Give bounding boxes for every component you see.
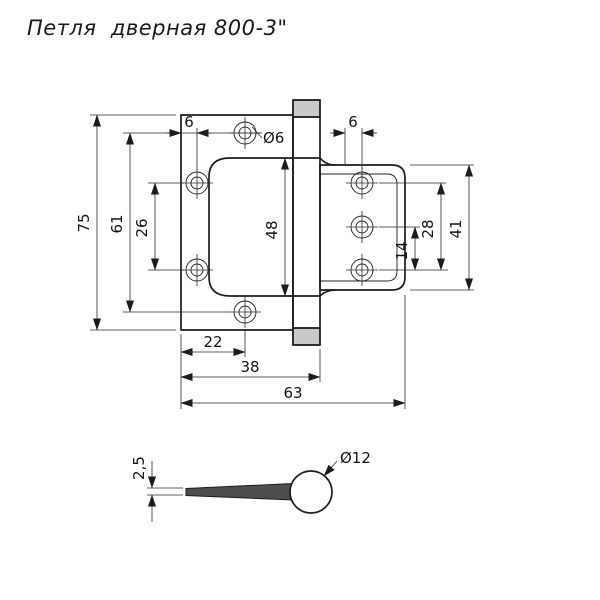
dim-28-label: 28 (419, 219, 437, 238)
dim-total-height: 75 (75, 114, 176, 331)
dim-left-edge-offset: 6 (166, 113, 212, 170)
dim-6-right-label: 6 (348, 113, 358, 131)
dim-61-label: 61 (108, 214, 126, 233)
hole-right-top (346, 167, 378, 199)
right-leaf-outline (319, 164, 406, 291)
dim-48-label: 48 (263, 220, 281, 239)
side-view: 2,5 Ø12 (130, 449, 371, 522)
hole-left-lower (181, 254, 213, 286)
dim-barrel-diameter: Ø12 (323, 449, 371, 477)
dim-75-label: 75 (75, 213, 93, 232)
dim-right-edge-offset: 6 (330, 113, 377, 170)
dim-2-5-label: 2,5 (130, 456, 148, 480)
dim-hole-span-vertical: 61 (108, 132, 262, 313)
barrel-top-cap (292, 99, 321, 118)
dim-total-width: 63 (180, 295, 406, 409)
dim-right-plate-height: 41 (410, 164, 474, 291)
dim-hole-diameter: Ø6 (251, 126, 284, 147)
dim-right-holes-span: 28 (379, 182, 446, 271)
dim-right-holes-spacing: 14 (379, 226, 448, 271)
main-view: 75 61 26 (75, 99, 474, 409)
dim-63-label: 63 (283, 384, 302, 402)
dim-bottom-hole-offset: 22 (180, 330, 246, 409)
left-leaf-recess-contour (208, 157, 293, 297)
barrel-outline (292, 99, 321, 346)
dim-dia6-label: Ø6 (263, 129, 284, 147)
right-leaf-inner-contour (320, 173, 398, 282)
dimensions-main: 75 61 26 (75, 113, 474, 409)
barrel-profile-circle (289, 470, 333, 514)
right-leaf (319, 157, 406, 297)
hole-right-middle (346, 211, 378, 243)
dim-thickness: 2,5 (130, 456, 183, 522)
dim-38-label: 38 (240, 358, 259, 376)
dim-26-label: 26 (133, 218, 151, 237)
drawing-title: Петля дверная 800-3" (27, 16, 288, 40)
hole-left-upper (181, 167, 213, 199)
dim-14-label: 14 (393, 241, 411, 260)
hole-right-bottom (346, 254, 378, 286)
hinge-barrel (292, 99, 321, 346)
dim-leaf-width: 38 (180, 349, 321, 382)
dim-knuckle-length: 48 (263, 157, 289, 297)
right-leaf-bottom-fillet (319, 289, 336, 297)
dim-dia12-label: Ø12 (340, 449, 371, 467)
dim-6-left-label: 6 (184, 113, 194, 131)
barrel-bottom-cap (292, 327, 321, 346)
right-leaf-top-fillet (319, 157, 336, 166)
dim-22-label: 22 (203, 333, 222, 351)
dim-left-holes-spacing: 26 (133, 182, 184, 271)
leaf-profile (185, 482, 294, 501)
hole-bottom-center (229, 296, 261, 328)
dim-41-label: 41 (447, 219, 465, 238)
